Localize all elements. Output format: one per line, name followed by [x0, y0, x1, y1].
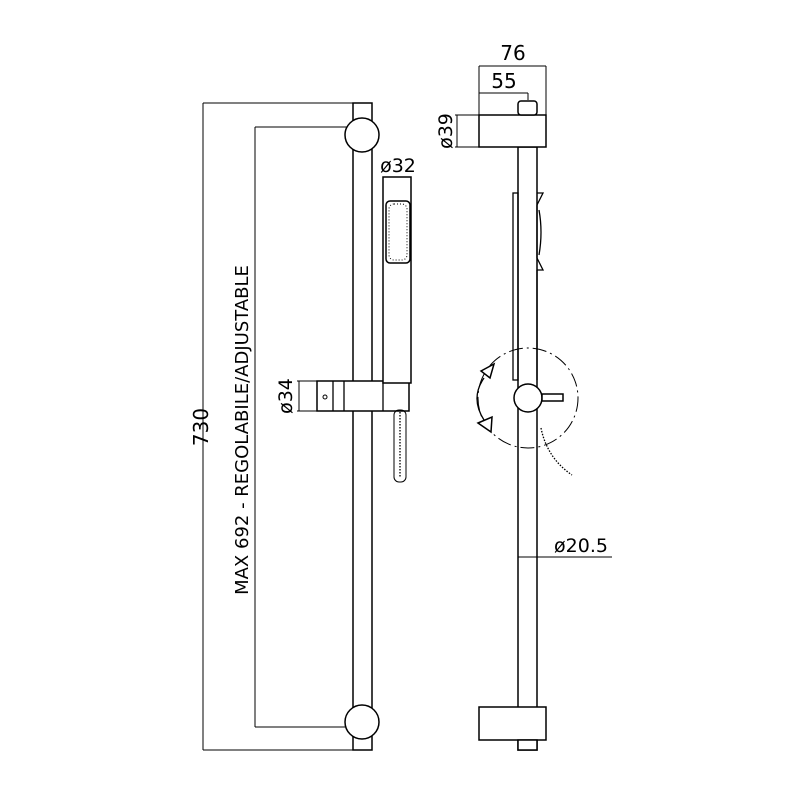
- side-hose: [540, 427, 573, 476]
- adjustable-length-label: MAX 692 - REGOLABILE/ADJUSTABLE: [232, 265, 253, 595]
- side-rail: [517, 146, 538, 751]
- bottom-wall-knob: [344, 704, 380, 740]
- slider-diameter-label: ø34: [275, 378, 297, 414]
- slider-bracket: ø34: [275, 378, 410, 414]
- bracket-depth-label: 76: [500, 41, 525, 65]
- front-view: 730 MAX 692 - REGOLABILE/ADJUSTABLE ø34: [189, 102, 416, 751]
- handshower-side: [512, 192, 545, 381]
- rail-diameter-label: ø20.5: [554, 535, 608, 557]
- handshower: ø32: [380, 155, 416, 483]
- dimension-55: 55: [479, 69, 529, 100]
- bottom-wall-bracket: [478, 706, 547, 741]
- rail-offset-label: 55: [491, 69, 516, 93]
- bracket-diameter-label: ø39: [435, 113, 457, 149]
- dimension-20-5: ø20.5: [518, 535, 612, 558]
- top-wall-knob: [344, 117, 380, 153]
- dimension-max-692: MAX 692 - REGOLABILE/ADJUSTABLE: [232, 126, 350, 728]
- dimension-39: ø39: [435, 113, 479, 149]
- dimension-730: 730: [189, 102, 360, 751]
- top-wall-bracket: [478, 114, 547, 148]
- slide-rail: [344, 102, 380, 751]
- overall-length-label: 730: [189, 408, 213, 446]
- swivel-holder: [476, 347, 579, 476]
- handshower-diameter-label: ø32: [380, 155, 416, 177]
- side-view: 76 55 ø39: [435, 41, 612, 751]
- dimension-76: 76: [478, 41, 547, 115]
